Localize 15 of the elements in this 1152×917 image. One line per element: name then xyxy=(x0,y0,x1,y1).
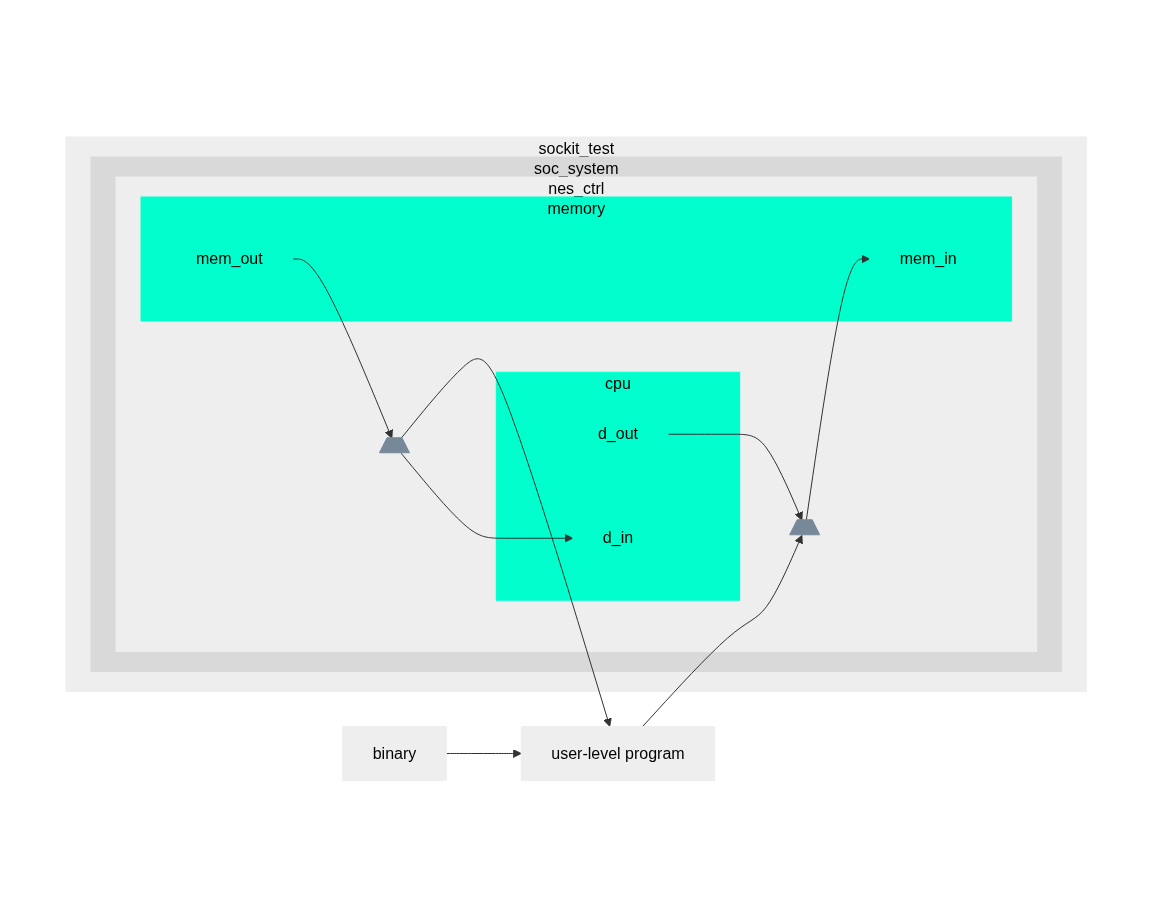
node-text: mem_in xyxy=(899,249,957,267)
arrow xyxy=(291,258,393,439)
node-trapezoid xyxy=(788,519,820,535)
node-trapezoid xyxy=(378,437,410,453)
node-box: user-level program xyxy=(520,725,715,781)
arrow xyxy=(641,534,803,727)
node-text: mem_out xyxy=(195,249,263,267)
arrow xyxy=(667,433,803,521)
node-box: binary xyxy=(341,725,447,781)
node-text: d_in xyxy=(602,529,633,546)
arrow xyxy=(445,748,522,758)
arrow xyxy=(400,452,573,543)
arrow xyxy=(805,254,870,521)
arrow xyxy=(400,358,612,727)
node-text: d_out xyxy=(597,425,638,442)
